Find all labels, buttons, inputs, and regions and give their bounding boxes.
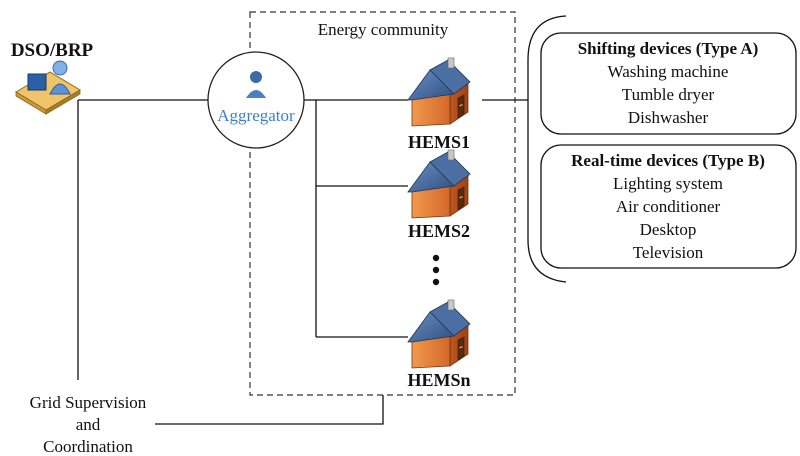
device-item: Lighting system — [613, 174, 723, 193]
hems1-label: HEMS1 — [408, 132, 470, 152]
supervision-label: Grid Supervision and Coordination — [30, 393, 147, 456]
operator-label: DSO/BRP — [11, 40, 94, 61]
hems1-node: HEMS1 — [407, 57, 471, 152]
aggregator-person-icon — [246, 71, 266, 98]
hems2-node: HEMS2 — [407, 149, 471, 241]
hemsn-node: HEMSn — [407, 299, 471, 390]
device-item: Air conditioner — [616, 197, 721, 216]
connections — [77, 99, 528, 425]
device-item: Television — [633, 243, 704, 262]
device-item: Dishwasher — [628, 108, 709, 127]
house-icon — [407, 57, 471, 127]
hems2-label: HEMS2 — [408, 221, 470, 241]
ellipsis-dots — [432, 254, 440, 286]
hemsn-label: HEMSn — [407, 370, 470, 390]
operator-workstation-icon — [15, 60, 81, 115]
device-brace — [527, 15, 567, 283]
aggregator-label: Aggregator — [217, 106, 295, 125]
device-item: Tumble dryer — [622, 85, 715, 104]
device-group-type-b: Real-time devices (Type B) Lighting syst… — [540, 144, 797, 269]
operator-node: DSO/BRP — [11, 40, 94, 115]
device-group-title: Real-time devices (Type B) — [571, 151, 765, 170]
aggregator-node: Aggregator — [207, 51, 305, 149]
supervision-community-link — [155, 395, 384, 425]
house-icon — [407, 299, 471, 369]
aggregator-circle — [207, 51, 305, 149]
device-group-box — [540, 32, 797, 135]
community-label: Energy community — [318, 20, 449, 39]
device-group-box — [540, 144, 797, 269]
supervision-line1: Grid Supervision — [30, 393, 147, 412]
device-group-title: Shifting devices (Type A) — [578, 39, 759, 58]
device-item: Desktop — [640, 220, 697, 239]
supervision-line3: Coordination — [43, 437, 133, 456]
device-item: Washing machine — [608, 62, 729, 81]
supervision-line2: and — [76, 415, 101, 434]
house-icon — [407, 149, 471, 219]
device-group-type-a: Shifting devices (Type A) Washing machin… — [540, 32, 797, 135]
